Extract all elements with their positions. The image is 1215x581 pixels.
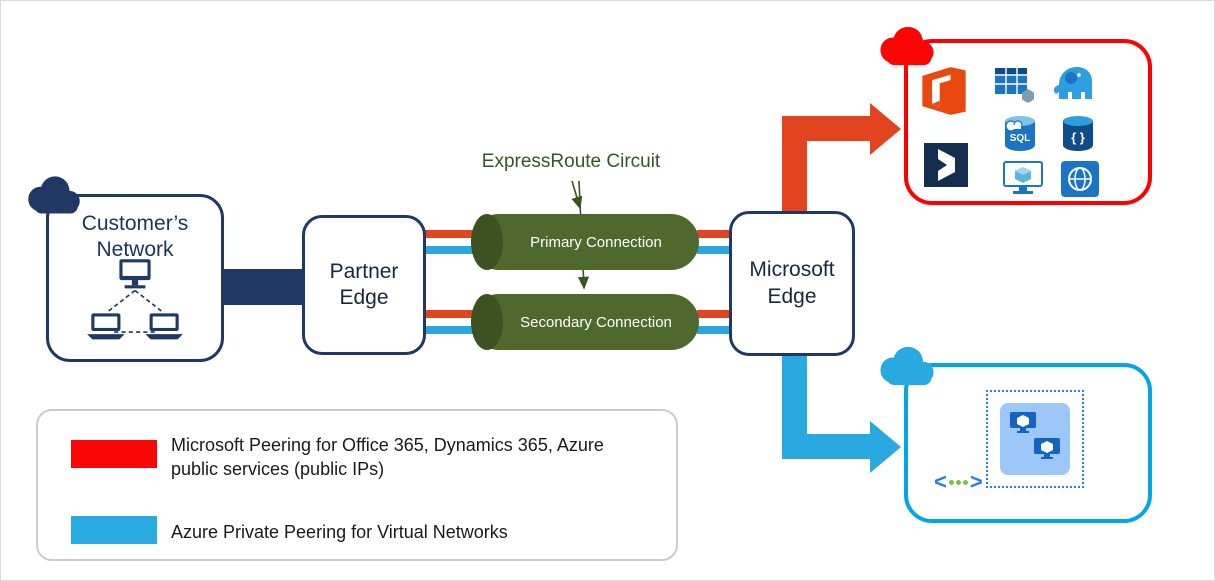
customer-partner-connector [219, 269, 305, 305]
customer-network-label: Customer’s Network [81, 212, 189, 262]
microsoft-peering-arrowhead [870, 103, 901, 155]
primary-red-stripe-left [425, 230, 473, 238]
dynamics-365-icon [924, 143, 968, 187]
microsoft-peering-legend-text: Microsoft Peering for Office 365, Dynami… [171, 435, 604, 480]
expressroute-circuit-title: ExpressRoute Circuit [481, 151, 661, 172]
cosmos-db-icon: { } [1063, 116, 1093, 151]
customer-network-icon [87, 259, 183, 340]
private-peering-legend-text: Azure Private Peering for Virtual Networ… [171, 522, 508, 542]
cylinder-cap [471, 214, 503, 270]
primary-blue-stripe-left [425, 246, 473, 254]
cloud-icon [28, 176, 80, 214]
secondary-red-stripe-right [697, 310, 733, 318]
office-icon [922, 67, 966, 115]
partner-edge-box: Partner Edge [302, 215, 426, 355]
cloud-icon [880, 346, 934, 386]
secondary-blue-stripe-right [697, 326, 733, 334]
vm-icon [1003, 161, 1043, 194]
vnet-vm-icon [1034, 438, 1060, 459]
primary-blue-stripe-right [697, 246, 733, 254]
code-icon: < > [934, 469, 983, 494]
secondary-connection-cylinder: Secondary Connection [471, 294, 699, 350]
legend-box: Microsoft Peering for Office 365, Dynami… [36, 409, 678, 561]
vnet-vm-icon [1010, 412, 1036, 433]
microsoft-edge-label: Microsoft Edge [749, 258, 835, 308]
sql-db-icon: SQL [1005, 116, 1035, 151]
private-peering-arrow-horizontal [782, 434, 872, 459]
primary-red-stripe-right [697, 230, 733, 238]
primary-connection-label: Primary Connection [530, 233, 662, 251]
web-globe-icon [1061, 161, 1099, 197]
cloud-icon [880, 26, 934, 66]
secondary-connection-label: Secondary Connection [520, 313, 672, 331]
cylinder-cap [471, 294, 503, 350]
microsoft-peering-arrow-horizontal [782, 116, 872, 141]
secondary-red-stripe-left [425, 310, 473, 318]
microsoft-edge-box: Microsoft Edge [729, 211, 855, 356]
private-peering-arrowhead [870, 421, 901, 473]
primary-connection-cylinder: Primary Connection [471, 214, 699, 270]
secondary-blue-stripe-left [425, 326, 473, 334]
elephant-icon [1053, 67, 1092, 99]
cosmos-label: { } [1071, 130, 1085, 145]
private-peering-swatch [71, 516, 157, 544]
sql-label: SQL [1010, 133, 1031, 144]
partner-edge-label: Partner Edge [329, 259, 399, 309]
table-icon [995, 68, 1034, 103]
microsoft-peering-swatch [71, 440, 157, 468]
